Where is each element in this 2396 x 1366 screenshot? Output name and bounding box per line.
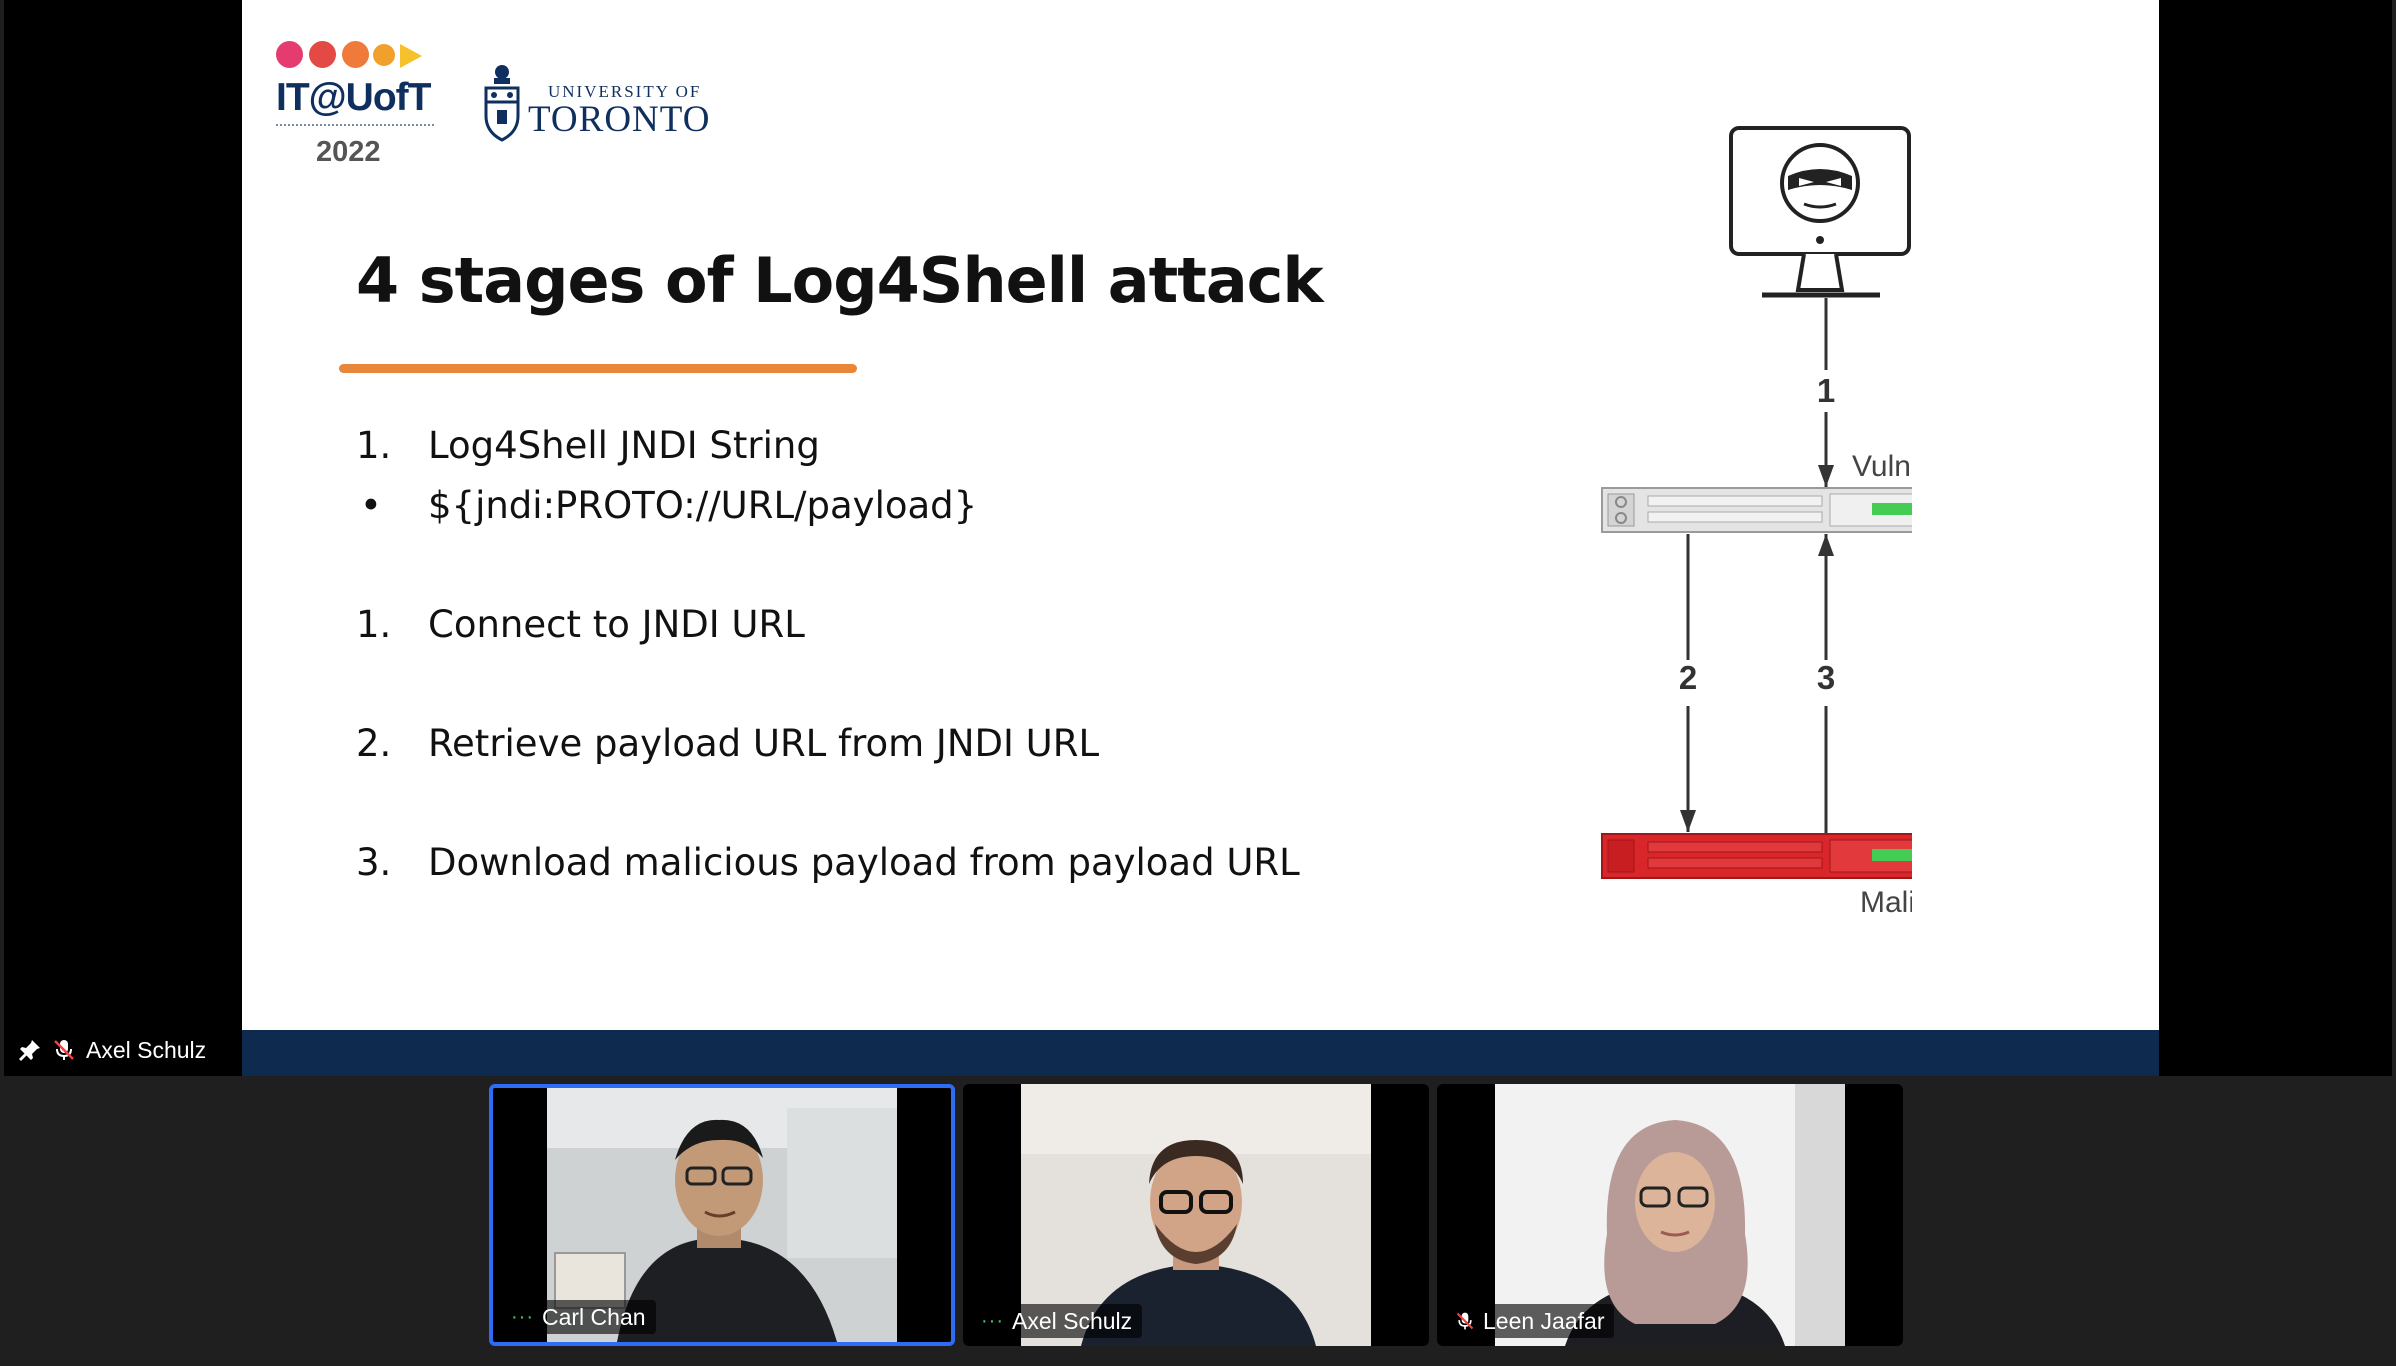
logo-dot bbox=[276, 41, 303, 68]
participant-tile-axel-schulz[interactable]: ··· Axel Schulz bbox=[963, 1084, 1429, 1346]
participant-name-tag: ··· Carl Chan bbox=[501, 1300, 656, 1334]
active-speaker-name: Axel Schulz bbox=[86, 1036, 207, 1063]
logo-dot bbox=[342, 41, 369, 68]
list-item-number: 2. bbox=[356, 722, 392, 765]
uoft-crest-icon bbox=[484, 65, 520, 142]
microphone-muted-icon bbox=[1456, 1312, 1474, 1330]
participant-name-tag: Leen Jaafar bbox=[1445, 1304, 1615, 1338]
university-of-toronto-logo: UNIVERSITY OF TORONTO bbox=[482, 58, 722, 148]
list-item-number: 1. bbox=[356, 603, 392, 646]
slide-title: 4 stages of Log4Shell attack bbox=[356, 244, 1324, 317]
arrow-label-3: 3 bbox=[1817, 659, 1835, 696]
malicious-host-label: Malicious Host bbox=[1860, 886, 1912, 919]
participant-tile-carl-chan[interactable]: ··· Carl Chan bbox=[489, 1084, 955, 1346]
vulnerable-host-label: Vulnerable Host bbox=[1852, 450, 1912, 483]
participant-name: Axel Schulz bbox=[1011, 1307, 1133, 1334]
participant-tile-leen-jaafar[interactable]: Leen Jaafar bbox=[1437, 1084, 1903, 1346]
audio-level-icon: ··· bbox=[981, 1309, 1004, 1332]
participant-video bbox=[1495, 1084, 1845, 1346]
presentation-slide: IT@UofT 2022 UNIVERSITY OF TORONTO bbox=[242, 0, 2159, 1076]
it-uoft-logo: IT@UofT 2022 bbox=[276, 36, 446, 176]
attack-diagram-svg: 1 Vulnerable bbox=[1601, 126, 1912, 919]
list-item-text: Retrieve payload URL from JNDI URL bbox=[428, 722, 1100, 765]
logo-dot bbox=[309, 41, 336, 68]
arrow-label-2: 2 bbox=[1679, 659, 1697, 696]
shared-screen: IT@UofT 2022 UNIVERSITY OF TORONTO bbox=[4, 0, 2392, 1076]
participant-name-tag: ··· Axel Schulz bbox=[971, 1304, 1143, 1338]
uoft-wordmark-top: UNIVERSITY OF bbox=[548, 82, 702, 101]
active-speaker-tag: Axel Schulz bbox=[18, 1032, 206, 1068]
pin-icon[interactable] bbox=[18, 1038, 42, 1062]
uoft-wordmark-main: TORONTO bbox=[528, 99, 711, 140]
logo-dot bbox=[373, 44, 395, 66]
participant-video bbox=[1021, 1084, 1371, 1346]
vulnerable-host-server-icon bbox=[1601, 487, 1912, 533]
arrow-label-1: 1 bbox=[1817, 372, 1835, 409]
list-item-text: ${jndi:PROTO://URL/payload} bbox=[428, 484, 978, 527]
list-item-text: Connect to JNDI URL bbox=[428, 603, 805, 646]
attack-diagram: 1 Vulnerable bbox=[1352, 110, 1912, 950]
logo-year: 2022 bbox=[316, 136, 381, 168]
list-item-number: 3. bbox=[356, 841, 392, 884]
participant-name: Carl Chan bbox=[541, 1303, 646, 1330]
logo-arrow-icon bbox=[400, 44, 422, 68]
audio-level-icon: ··· bbox=[511, 1305, 534, 1328]
slide-footer-bar bbox=[242, 1030, 2159, 1076]
logo-tagline bbox=[276, 124, 434, 130]
list-item-text: Log4Shell JNDI String bbox=[428, 424, 820, 467]
list-item-number: 1. bbox=[356, 424, 392, 467]
title-underline bbox=[339, 364, 857, 373]
microphone-muted-icon bbox=[54, 1040, 74, 1060]
it-uoft-wordmark: IT@UofT bbox=[276, 76, 431, 119]
participant-video bbox=[547, 1088, 897, 1342]
attacker-computer-icon bbox=[1729, 126, 1911, 298]
malicious-host-server-icon bbox=[1601, 833, 1912, 879]
participant-name: Leen Jaafar bbox=[1483, 1307, 1605, 1334]
list-item-bullet: • bbox=[360, 484, 382, 527]
list-item-text: Download malicious payload from payload … bbox=[428, 841, 1300, 884]
